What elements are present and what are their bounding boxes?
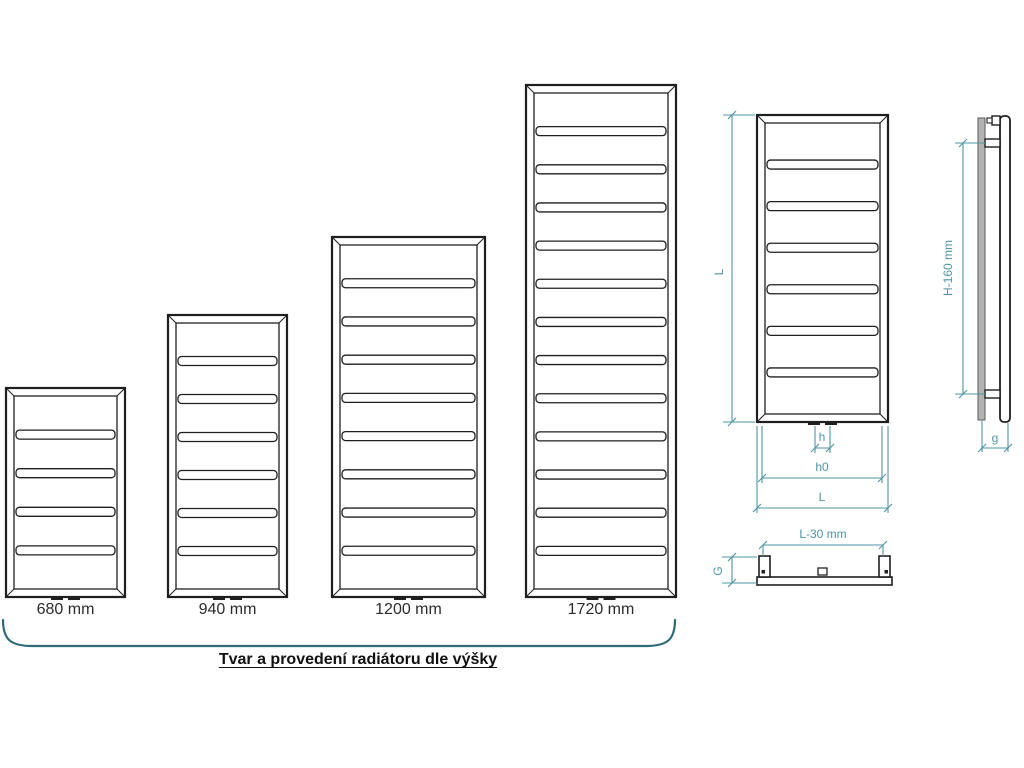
crossbar (341, 316, 476, 327)
crossbar (535, 393, 667, 404)
crossbar (535, 202, 667, 213)
crossbar (177, 355, 278, 367)
crossbar (177, 507, 278, 519)
crossbar (177, 545, 278, 557)
crossbar (15, 506, 116, 517)
radiator-size-series: 680 mm 940 mm 1200 mm 1720 mm (4, 83, 890, 618)
dim-label-side-depth: g (992, 431, 999, 445)
bottom-bracket-right (878, 555, 891, 578)
frame-mitre-lines (167, 314, 288, 598)
frame-mitre-lines (756, 114, 889, 423)
radiator-height-label: 940 mm (199, 601, 257, 618)
connection-foot (603, 596, 616, 600)
crossbar (535, 278, 667, 289)
crossbar (341, 392, 476, 404)
radiator-inner-frame (339, 244, 478, 590)
dimensioned-side-view: H-160 mm g (941, 115, 1013, 453)
radiator-inner-frame (533, 92, 669, 590)
crossbar (535, 240, 667, 251)
dim-label-front-center-spacing: h (819, 430, 826, 444)
radiator-inner-frame (764, 122, 881, 415)
connection-foot (51, 596, 63, 600)
crossbar (535, 164, 667, 175)
crossbar (535, 507, 667, 518)
wall-profile (977, 117, 986, 421)
crossbar (766, 159, 879, 170)
crossbar (15, 468, 116, 479)
radiator-height-label: 680 mm (37, 601, 95, 618)
crossbar (177, 431, 278, 443)
air-vent-valve-icon (991, 115, 1001, 126)
frame-mitre-lines (331, 236, 486, 598)
crossbar (177, 469, 278, 481)
connection-foot (213, 596, 225, 600)
dim-label-front-height: L (712, 268, 726, 275)
radiator-drawing-dimensioned (755, 113, 890, 425)
crossbar (341, 278, 476, 289)
bottom-rail (756, 576, 893, 586)
crossbar (341, 354, 476, 365)
bracket-screw-left (761, 570, 765, 574)
connection-foot (825, 421, 837, 425)
connection-foot (586, 596, 599, 600)
crossbar (535, 469, 667, 480)
connection-foot (230, 596, 242, 600)
mounting-bracket-bottom (984, 389, 1001, 399)
radiator-height-label: 1720 mm (568, 601, 635, 618)
mounting-bracket-top (984, 138, 1001, 148)
radiator-drawing-1720-mm (524, 83, 678, 600)
dim-label-front-connection-spacing: h0 (815, 460, 829, 474)
crossbar (535, 431, 667, 442)
crossbar (15, 429, 116, 440)
radiator-height-label: 1200 mm (375, 601, 442, 618)
crossbar (535, 126, 667, 137)
dimensioned-front-view: L h h0 L (712, 110, 893, 513)
crossbar (766, 284, 879, 295)
radiator-inner-frame (13, 395, 118, 590)
crossbar (341, 545, 476, 556)
dim-label-bottom-width: L-30 mm (799, 527, 846, 541)
crossbar (177, 393, 278, 405)
crossbar (535, 316, 667, 328)
crossbar (535, 354, 667, 366)
center-clip (817, 567, 828, 576)
frame-mitre-lines (5, 387, 126, 598)
radiator-drawing-680-mm (4, 386, 127, 600)
crossbar (766, 200, 879, 212)
air-vent-valve-stem (986, 117, 993, 124)
dimensioned-bottom-view: L-30 mm G (711, 527, 893, 588)
frame-mitre-lines (525, 84, 677, 598)
dim-label-side-bracket-distance: H-160 mm (941, 240, 955, 296)
radiator-drawing-1200-mm (330, 235, 487, 600)
connection-foot (411, 596, 423, 600)
dim-label-front-width: L (819, 490, 826, 504)
crossbar (766, 325, 879, 337)
dim-label-bottom-depth: G (711, 566, 725, 575)
bottom-bracket-left (758, 555, 771, 578)
connection-foot (394, 596, 406, 600)
grouping-brace (1, 618, 677, 648)
crossbar (341, 507, 476, 518)
radiator-inner-frame (175, 322, 280, 590)
diagram-caption: Tvar a provedení radiátoru dle výšky (218, 651, 498, 668)
crossbar (766, 367, 879, 378)
radiator-side-profile (999, 115, 1011, 423)
crossbar (766, 242, 879, 253)
crossbar (341, 469, 476, 480)
bracket-screw-right (884, 570, 888, 574)
crossbar (341, 430, 476, 442)
radiator-drawing-940-mm (166, 313, 289, 600)
crossbar (15, 545, 116, 556)
connection-foot (808, 421, 820, 425)
crossbar (535, 545, 667, 556)
connection-foot (68, 596, 80, 600)
